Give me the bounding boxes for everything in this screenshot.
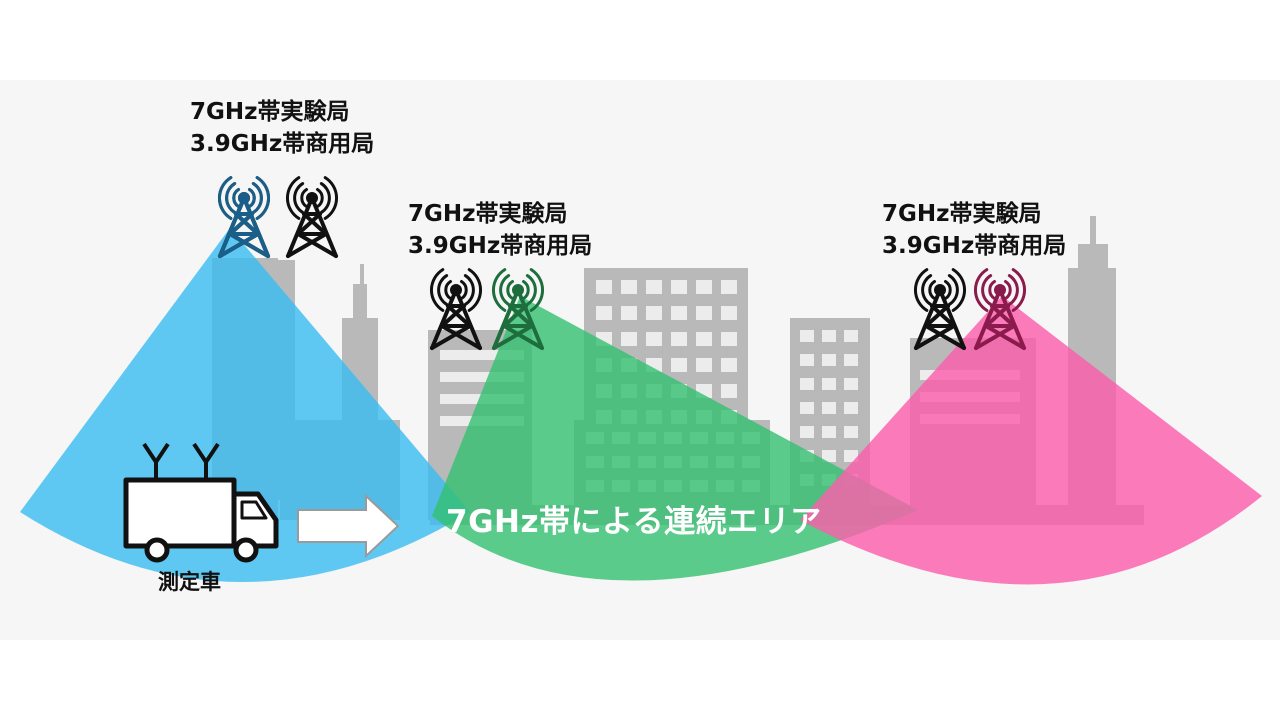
window: [844, 354, 858, 366]
window: [721, 332, 737, 346]
window: [721, 384, 737, 398]
roof-antenna-icon: [142, 442, 220, 480]
window: [844, 450, 858, 462]
station-label-line1: 7GHz帯実験局: [408, 201, 568, 227]
window-stripe: [440, 372, 524, 382]
window: [721, 280, 737, 294]
signal-waves-icon: [913, 268, 967, 312]
station-label-center: 7GHz帯実験局 3.9GHz帯商用局: [408, 198, 592, 262]
window: [822, 402, 836, 414]
window: [844, 402, 858, 414]
window: [621, 280, 637, 294]
window: [800, 426, 814, 438]
window: [621, 306, 637, 320]
window: [721, 358, 737, 372]
signal-waves-icon: [285, 176, 339, 220]
window: [671, 358, 687, 372]
window: [621, 332, 637, 346]
window: [671, 306, 687, 320]
signal-waves-icon: [429, 268, 483, 312]
window: [822, 378, 836, 390]
window: [822, 450, 836, 462]
coverage-beam-pink: [800, 296, 1262, 585]
station-label-line1: 7GHz帯実験局: [190, 99, 350, 125]
tower-icon: [286, 192, 338, 258]
window: [822, 354, 836, 366]
building: [360, 264, 364, 286]
antenna-towers: [217, 176, 1027, 350]
signal-waves-icon: [491, 268, 545, 312]
window: [844, 378, 858, 390]
window: [696, 280, 712, 294]
window: [800, 354, 814, 366]
coverage-beam-green: [432, 296, 918, 581]
window: [646, 306, 662, 320]
building: [353, 284, 367, 320]
tower-icon: [974, 284, 1026, 350]
tower-icon: [914, 284, 966, 350]
window: [696, 358, 712, 372]
window: [671, 332, 687, 346]
signal-waves-icon: [973, 268, 1027, 312]
window: [844, 426, 858, 438]
station-label-line2: 3.9GHz帯商用局: [408, 233, 593, 259]
window: [646, 280, 662, 294]
window: [800, 378, 814, 390]
window: [696, 332, 712, 346]
window: [822, 426, 836, 438]
window: [596, 306, 612, 320]
window: [800, 330, 814, 342]
window: [671, 280, 687, 294]
right-arrow-icon: [297, 493, 400, 559]
building: [1090, 216, 1096, 246]
signal-waves-icon: [217, 176, 271, 220]
window-stripe: [440, 350, 524, 360]
tower-icon: [492, 284, 544, 350]
window: [646, 332, 662, 346]
window: [596, 280, 612, 294]
station-label-line1: 7GHz帯実験局: [882, 201, 1042, 227]
window: [822, 330, 836, 342]
window: [844, 330, 858, 342]
building: [1078, 244, 1108, 270]
continuous-area-label: 7GHz帯による連続エリア: [446, 504, 822, 540]
station-label-left: 7GHz帯実験局 3.9GHz帯商用局: [190, 96, 374, 160]
window: [696, 306, 712, 320]
station-label-line2: 3.9GHz帯商用局: [190, 131, 375, 157]
window: [721, 306, 737, 320]
station-label-right: 7GHz帯実験局 3.9GHz帯商用局: [882, 198, 1066, 262]
tower-icon: [430, 284, 482, 350]
window: [800, 402, 814, 414]
vehicle-label: 測定車: [158, 570, 221, 594]
truck-icon: [123, 442, 279, 563]
tower-icon: [218, 192, 270, 258]
station-label-line2: 3.9GHz帯商用局: [882, 233, 1067, 259]
